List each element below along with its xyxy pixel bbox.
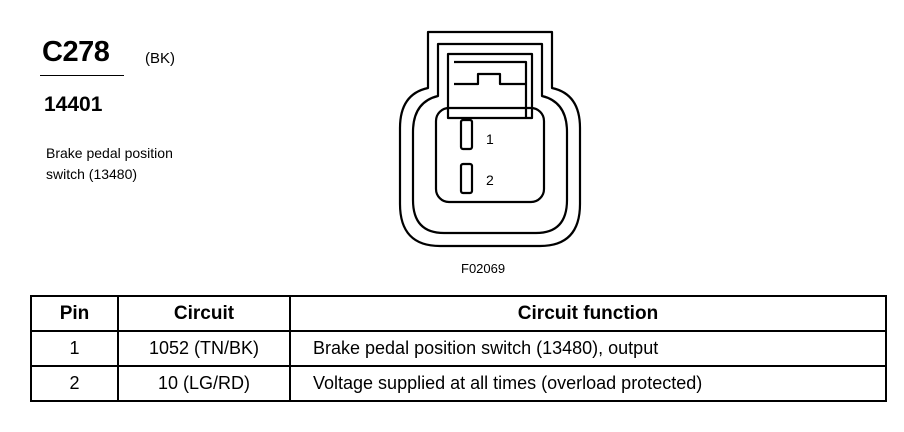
cell-circuit: 1052 (TN/BK) <box>117 330 291 367</box>
connector-outer-housing <box>398 30 582 248</box>
component-description-line-2: switch (13480) <box>46 166 138 182</box>
terminal-2-label: 2 <box>486 172 494 188</box>
connector-inner-housing <box>411 42 569 235</box>
table-row: 2 10 (LG/RD) Voltage supplied at all tim… <box>30 365 887 402</box>
cell-circuit: 10 (LG/RD) <box>117 365 291 402</box>
cell-pin: 1 <box>30 330 119 367</box>
terminal-1-label: 1 <box>486 131 494 147</box>
locking-tab-notch <box>454 72 526 86</box>
cell-pin: 2 <box>30 365 119 402</box>
component-description: Brake pedal position switch (13480) <box>46 143 236 185</box>
cell-circuit-function: Brake pedal position switch (13480), out… <box>289 330 887 367</box>
locking-tab-outer <box>446 52 534 120</box>
terminal-2-slot <box>459 162 474 195</box>
header-circuit-function: Circuit function <box>289 295 887 332</box>
table-row: 1 1052 (TN/BK) Brake pedal position swit… <box>30 330 887 367</box>
connector-id: C278 <box>42 36 110 68</box>
connector-id-underline <box>40 75 124 76</box>
pin-table: Pin Circuit Circuit function 1 1052 (TN/… <box>30 295 887 402</box>
connector-color-code: (BK) <box>145 50 175 67</box>
table-header-row: Pin Circuit Circuit function <box>30 295 887 332</box>
locking-tab-inner <box>454 60 528 118</box>
header-pin: Pin <box>30 295 119 332</box>
terminal-cavity-block <box>434 106 546 204</box>
figure-number: F02069 <box>461 261 506 276</box>
harness-number: 14401 <box>44 93 103 116</box>
header-circuit: Circuit <box>117 295 291 332</box>
terminal-1-slot <box>459 118 474 151</box>
cell-circuit-function: Voltage supplied at all times (overload … <box>289 365 887 402</box>
component-description-line-1: Brake pedal position <box>46 145 173 161</box>
connector-face-diagram: 1 2 <box>398 30 582 248</box>
